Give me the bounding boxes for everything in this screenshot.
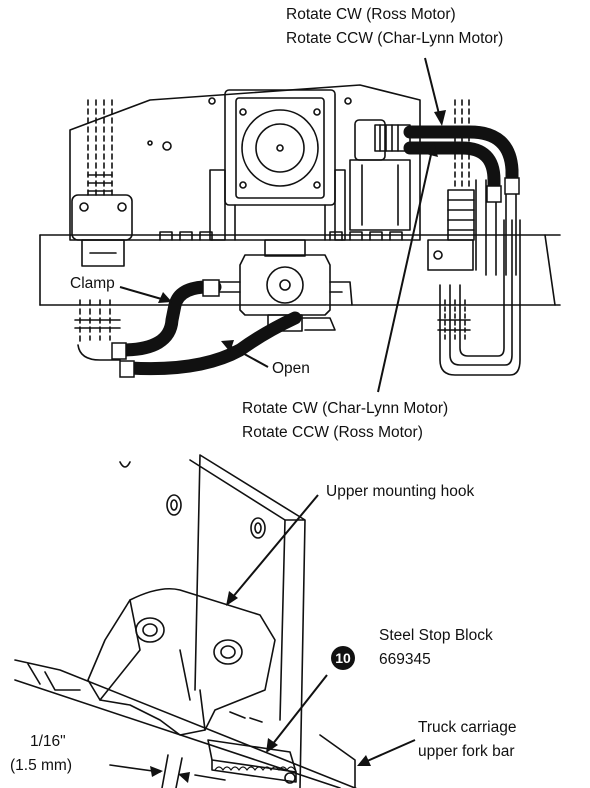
label-dimension-imperial: 1/16" <box>30 733 66 750</box>
leader-truck-carriage <box>364 739 416 763</box>
label-rotate-ccw-charlynn: Rotate CCW (Char-Lynn Motor) <box>286 30 504 47</box>
hook-bolt <box>213 639 243 665</box>
left-fittings <box>79 299 111 346</box>
leader-cw-charlynn <box>377 149 433 393</box>
valve-block <box>349 159 411 231</box>
label-rotate-ccw-ross: Rotate CCW (Ross Motor) <box>242 424 423 441</box>
right-hose-lines <box>439 219 521 376</box>
label-steel-stop-block: Steel Stop Block <box>379 627 493 644</box>
label-truck-carriage: Truck carriage <box>418 719 517 736</box>
label-upper-fork-bar: upper fork bar <box>418 743 515 760</box>
callout-number-badge: 10 <box>331 646 355 670</box>
label-rotate-cw-charlynn: Rotate CW (Char-Lynn Motor) <box>242 400 449 417</box>
upper-mounting-hook <box>87 587 276 736</box>
label-upper-mounting-hook: Upper mounting hook <box>326 483 475 500</box>
left-hook-bracket <box>71 194 133 241</box>
weld-bead <box>214 766 296 771</box>
hose-open <box>123 311 302 376</box>
motor-housing <box>224 89 336 206</box>
label-dimension-metric: (1.5 mm) <box>10 757 72 774</box>
label-part-number: 669345 <box>379 651 431 668</box>
hidden-lines <box>87 99 113 196</box>
side-plate <box>189 454 306 788</box>
mount-hole <box>166 494 182 516</box>
leader-clamp <box>119 286 166 301</box>
plate-hole <box>208 97 216 105</box>
hook-bolt <box>135 617 165 643</box>
mount-hole <box>250 517 266 539</box>
label-clamp: Clamp <box>70 275 115 292</box>
fork-bar <box>14 659 358 788</box>
leader-cw-ross <box>424 57 441 119</box>
hose-ccw-charlynn <box>403 141 501 197</box>
label-rotate-cw-ross: Rotate CW (Ross Motor) <box>286 6 456 23</box>
leader-upper-hook <box>231 494 319 599</box>
plate-hole <box>344 97 352 105</box>
label-open: Open <box>272 360 310 377</box>
hose-clamp <box>115 280 222 357</box>
back-plate <box>69 84 421 241</box>
plate-hole <box>147 140 153 146</box>
leader-stop-block <box>271 674 328 746</box>
dimension-line <box>109 754 226 788</box>
hose-cw-ross <box>403 125 519 192</box>
leader-open <box>227 344 269 368</box>
clamp-valve <box>239 254 331 316</box>
rack-teeth <box>159 231 403 241</box>
motor-face <box>241 109 319 187</box>
plate-hole <box>162 141 172 151</box>
